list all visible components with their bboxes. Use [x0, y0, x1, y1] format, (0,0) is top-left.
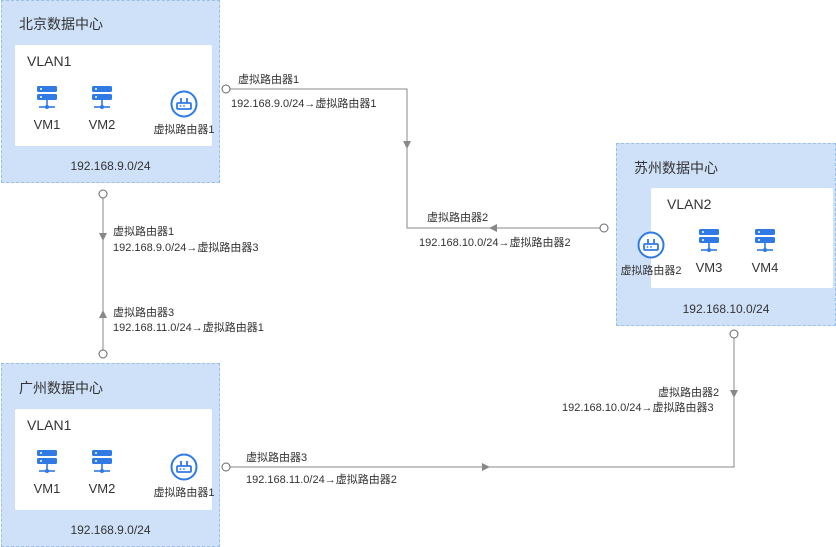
router-label: 虚拟路由器1 [153, 124, 215, 136]
link-label-bj-sz-route: 192.168.9.0/24→虚拟路由器1 [231, 98, 377, 110]
server-icon [92, 450, 112, 473]
link-beijing-suzhou [230, 88, 600, 229]
vm-node: VM3 [689, 228, 729, 275]
link-label-gz-sz-route: 192.168.11.0/24→虚拟路由器2 [246, 474, 397, 486]
arrow-left-sz-bj [489, 224, 497, 232]
datacenter-guangzhou: 广州数据中心 VLAN1 VM1 VM2 [1, 363, 220, 547]
link-label-gz-bj-route: 192.168.11.0/24→虚拟路由器1 [113, 322, 264, 334]
vm-node: VM2 [82, 85, 122, 132]
router-node: 虚拟路由器1 [144, 90, 224, 137]
dc-subnet: 192.168.9.0/24 [70, 523, 151, 537]
vm-label: VM3 [695, 260, 723, 275]
vm-label: VM2 [88, 117, 116, 132]
vlan-box: VLAN1 VM1 VM2 [15, 45, 215, 146]
vlan-title: VLAN2 [667, 196, 712, 212]
server-icon [755, 229, 775, 252]
router-label: 虚拟路由器2 [620, 265, 682, 277]
link-label-gz-sz-router: 虚拟路由器3 [246, 452, 308, 464]
port-suzhou-south [729, 329, 739, 339]
link-label-sz-bj-route: 192.168.10.0/24→虚拟路由器2 [419, 237, 571, 249]
router-icon [170, 90, 198, 118]
link-label-gz-bj-router: 虚拟路由器3 [113, 307, 175, 319]
server-icon [37, 86, 57, 109]
port-suzhou-west [599, 223, 609, 233]
arrow-up-gz-bj [99, 310, 107, 318]
router-node: 虚拟路由器2 [611, 231, 691, 278]
dc-title: 苏州数据中心 [634, 160, 718, 176]
server-icon [92, 86, 112, 109]
datacenter-beijing: 北京数据中心 VLAN1 VM1 VM2 [1, 0, 220, 183]
vm-label: VM4 [751, 260, 779, 275]
dc-subnet: 192.168.9.0/24 [70, 159, 151, 173]
vm-label: VM1 [33, 481, 61, 496]
link-label-bj-gz-route: 192.168.9.0/24→虚拟路由器3 [113, 242, 259, 254]
dc-title: 北京数据中心 [19, 16, 103, 32]
port-guangzhou-north [98, 349, 108, 359]
dc-title: 广州数据中心 [19, 380, 103, 396]
vm-node: VM1 [27, 85, 67, 132]
arrow-right-gz-sz [482, 463, 490, 471]
link-label-bj-sz-router: 虚拟路由器1 [238, 74, 300, 86]
vlan-title: VLAN1 [27, 417, 72, 433]
port-beijing-south [98, 189, 108, 199]
link-label-sz-gz-router: 虚拟路由器2 [658, 387, 720, 399]
router-icon [637, 231, 665, 259]
vlan-box: VLAN1 VM1 VM2 [15, 409, 215, 510]
dc-subnet: 192.168.10.0/24 [682, 302, 770, 316]
router-icon [170, 453, 198, 481]
link-label-sz-gz-route: 192.168.10.0/24→虚拟路由器3 [562, 402, 714, 414]
port-beijing-east [221, 84, 231, 94]
vm-label: VM1 [33, 117, 61, 132]
arrow-down-bj-gz [99, 233, 107, 241]
router-label: 虚拟路由器1 [153, 487, 215, 499]
link-label-bj-gz-router: 虚拟路由器1 [113, 226, 175, 238]
vlan-title: VLAN1 [27, 53, 72, 69]
vm-node: VM4 [745, 228, 785, 275]
link-suzhou-guangzhou [230, 338, 735, 468]
datacenter-suzhou: 苏州数据中心 VLAN2 VM3 VM4 [616, 143, 836, 326]
port-guangzhou-east [221, 462, 231, 472]
vlan-box: VLAN2 VM3 VM4 [651, 188, 833, 288]
server-icon [37, 450, 57, 473]
server-icon [699, 229, 719, 252]
vm-node: VM1 [27, 449, 67, 496]
vm-node: VM2 [82, 449, 122, 496]
link-label-sz-bj-router: 虚拟路由器2 [427, 212, 489, 224]
router-node: 虚拟路由器1 [144, 453, 224, 500]
arrow-down-sz-gz [730, 390, 738, 398]
arrow-down-bj-sz [403, 141, 411, 149]
vm-label: VM2 [88, 481, 116, 496]
